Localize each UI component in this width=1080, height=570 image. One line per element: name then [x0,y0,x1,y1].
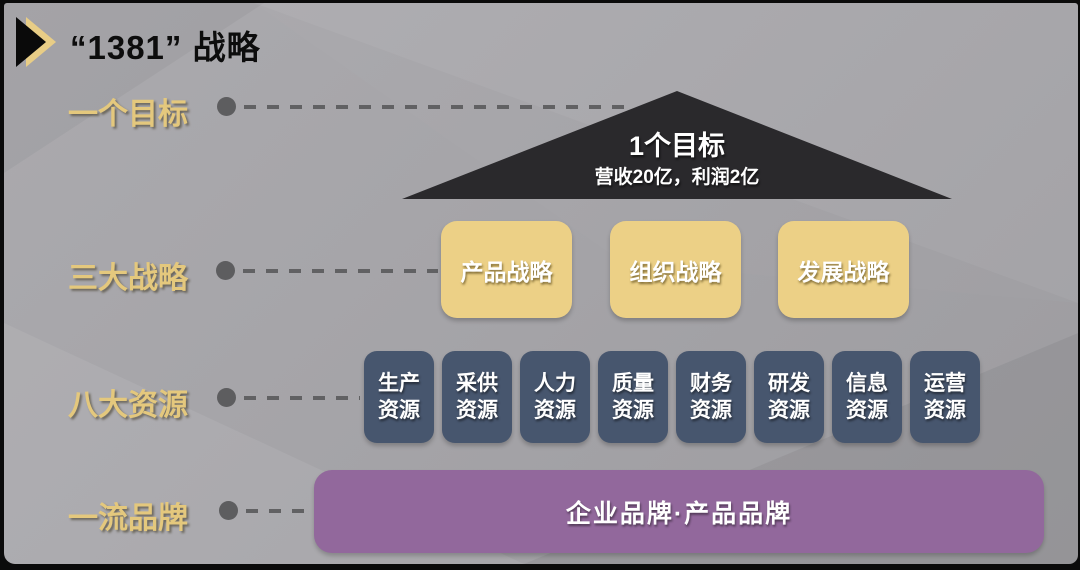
row-label-one-goal: 一个目标 [68,98,188,131]
row-label-first-class-brand: 一流品牌 [68,502,188,535]
slide: “1381” 战略 一个目标 三大战略 八大资源 一流品牌 1个目标 营收20亿… [4,3,1078,564]
connector-dot [219,501,238,520]
connector-dot [216,261,235,280]
connector-line [244,105,631,109]
resource-box-finance: 财务 资源 [676,351,746,443]
connector-dot [217,97,236,116]
connector-line [243,269,438,273]
resource-box-human: 人力 资源 [520,351,590,443]
strategy-box-organization: 组织战略 [610,221,741,318]
strategy-box-development: 发展战略 [778,221,909,318]
connector-line [246,509,310,513]
goal-subtitle: 营收20亿，利润2亿 [594,167,760,188]
resource-box-procurement: 采供 资源 [442,351,512,443]
strategy-box-product: 产品战略 [441,221,572,318]
resource-box-quality: 质量 资源 [598,351,668,443]
resource-box-operations: 运营 资源 [910,351,980,443]
page-title: “1381” 战略 [70,29,261,66]
resource-box-information: 信息 资源 [832,351,902,443]
brand-box: 企业品牌·产品品牌 [314,470,1044,553]
goal-title: 1个目标 [628,131,726,161]
resource-box-production: 生产 资源 [364,351,434,443]
title-arrow-icon [16,17,56,67]
resource-box-rnd: 研发 资源 [754,351,824,443]
row-label-three-strategies: 三大战略 [68,262,188,295]
connector-line [244,396,360,400]
row-label-eight-resources: 八大资源 [68,389,188,422]
connector-dot [217,388,236,407]
